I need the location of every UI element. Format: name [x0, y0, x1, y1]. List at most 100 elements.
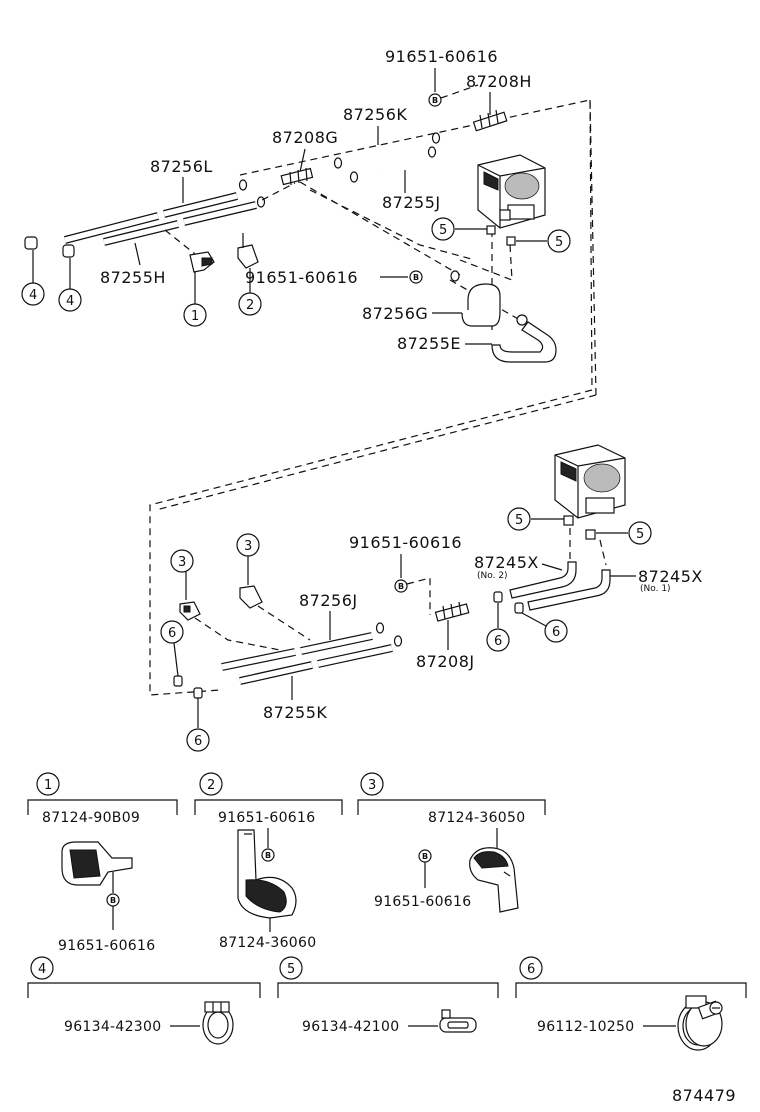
- svg-text:5: 5: [555, 235, 563, 250]
- fitting-icon: [506, 236, 516, 246]
- label-hose-255k: 87255K: [263, 703, 327, 722]
- callout-6a: 6: [486, 628, 510, 652]
- svg-text:6: 6: [494, 634, 502, 649]
- hose-255k: [239, 644, 393, 685]
- callout-4b: 4: [58, 288, 82, 312]
- callout-5a: 5: [431, 217, 455, 241]
- svg-text:B: B: [422, 852, 428, 861]
- svg-text:6: 6: [527, 962, 535, 977]
- note-hose-245x-right: (No. 1): [640, 584, 671, 594]
- callout-1: 1: [183, 303, 207, 327]
- label-hose-k: 87256K: [343, 105, 407, 124]
- fitting-icon: [585, 529, 596, 540]
- clamp-icon: [238, 132, 441, 208]
- label-hose-245x-right: 87245X: [638, 567, 703, 586]
- clamp-bracket-icon: [237, 829, 297, 919]
- svg-text:6: 6: [552, 625, 560, 640]
- washer-tank-icon: [554, 444, 626, 519]
- top-outline-dashed-2: [589, 99, 597, 396]
- bracket-icon: [179, 601, 201, 621]
- clamp-icon: [24, 236, 75, 258]
- washer-tank-icon: [477, 154, 546, 229]
- callout-5c: 5: [507, 507, 531, 531]
- svg-text:3: 3: [178, 555, 186, 570]
- label-lower-bolt: 91651-60616: [349, 533, 462, 552]
- hose-256l: [64, 192, 238, 244]
- label-hose-h: 87255H: [100, 268, 166, 287]
- svg-text:5: 5: [515, 513, 523, 528]
- bolt-icon: B: [409, 270, 423, 284]
- callout-5b: 5: [547, 229, 571, 253]
- callout-5d: 5: [628, 521, 652, 545]
- callout-3a: 3: [170, 549, 194, 573]
- svg-text:5: 5: [287, 962, 295, 977]
- label-hose-l: 87256L: [150, 157, 213, 176]
- detail-1-bolt: 91651-60616: [58, 938, 155, 954]
- svg-text:1: 1: [44, 778, 52, 793]
- clamp-bracket-icon: [61, 841, 133, 893]
- svg-text:5: 5: [439, 223, 447, 238]
- body-outline-dashed: [149, 389, 593, 696]
- detail-2-part: 87124-36060: [219, 935, 316, 951]
- detail-4-part: 96134-42300: [64, 1019, 161, 1035]
- hose-245x-no1: [527, 569, 611, 611]
- hose-255h: [103, 201, 257, 246]
- detail-2-bolt: 91651-60616: [218, 810, 315, 826]
- svg-text:4: 4: [66, 294, 74, 309]
- lower-assembly: 5 5 87245X (No. 2) 87245X (No. 1) 6 6: [160, 444, 703, 752]
- bolt-mark: B: [413, 273, 419, 282]
- label-mid-bolt: 91651-60616: [245, 268, 358, 287]
- bolt-mark: B: [398, 582, 404, 591]
- top-assembly: 91651-60616 B 87208H 87256K: [21, 47, 597, 396]
- diagram-id: 874479: [672, 1086, 736, 1105]
- bracket-icon: [189, 251, 215, 273]
- bolt-dash: [440, 84, 479, 99]
- label-hose-256j: 87256J: [299, 591, 358, 610]
- label-top-bolt: 91651-60616: [385, 47, 498, 66]
- svg-text:3: 3: [244, 539, 252, 554]
- label-joint-j: 87208J: [416, 652, 475, 671]
- clip-icon: [450, 270, 460, 282]
- svg-text:5: 5: [636, 527, 644, 542]
- detail-5: 5 96134-42100: [277, 956, 499, 1035]
- fitting-icon: [486, 225, 496, 235]
- clamp-icon: [493, 591, 503, 603]
- callout-6b: 6: [544, 619, 568, 643]
- fitting-icon: [563, 515, 574, 526]
- callout-6d: 6: [186, 728, 210, 752]
- bracket-icon: [237, 233, 259, 269]
- svg-text:B: B: [265, 851, 271, 860]
- bolt-icon: B: [428, 93, 442, 107]
- svg-text:6: 6: [194, 734, 202, 749]
- svg-text:3: 3: [368, 778, 376, 793]
- detail-4: 4 96134-42300: [27, 956, 261, 1045]
- leader-joint-g: [299, 148, 306, 173]
- hose-245x-no2: [509, 561, 577, 599]
- callout-2: 2: [238, 292, 262, 316]
- bolt-icon: B: [394, 579, 408, 593]
- note-hose-245x-left: (No. 2): [477, 571, 508, 581]
- detail-3: 3 87124-36050 B 91651-60616: [357, 772, 546, 913]
- label-hose-e: 87255E: [397, 334, 461, 353]
- callout-3b: 3: [236, 533, 260, 557]
- detail-6: 6 96112-10250: [515, 956, 747, 1051]
- label-joint-g: 87208G: [272, 128, 338, 147]
- clamp-icon: [514, 602, 524, 614]
- detail-3-bolt: 91651-60616: [374, 894, 471, 910]
- bolt-mark: B: [432, 96, 438, 105]
- leader-hose-h: [134, 242, 141, 266]
- hose-clamp-icon: [677, 995, 723, 1051]
- clamp-bracket-icon: [469, 847, 519, 913]
- svg-text:2: 2: [246, 298, 254, 313]
- label-hose-j-top: 87255J: [382, 193, 441, 212]
- detail-1-part: 87124-90B09: [42, 810, 140, 826]
- hose-clamp-icon: [202, 1001, 234, 1045]
- joint-icon: [472, 109, 508, 132]
- hose-255e: [491, 321, 557, 363]
- hose-256j: [221, 632, 373, 671]
- svg-text:6: 6: [168, 626, 176, 641]
- detail-6-part: 96112-10250: [537, 1019, 634, 1035]
- clamp-icon: [173, 622, 403, 699]
- label-hose-g: 87256G: [362, 304, 428, 323]
